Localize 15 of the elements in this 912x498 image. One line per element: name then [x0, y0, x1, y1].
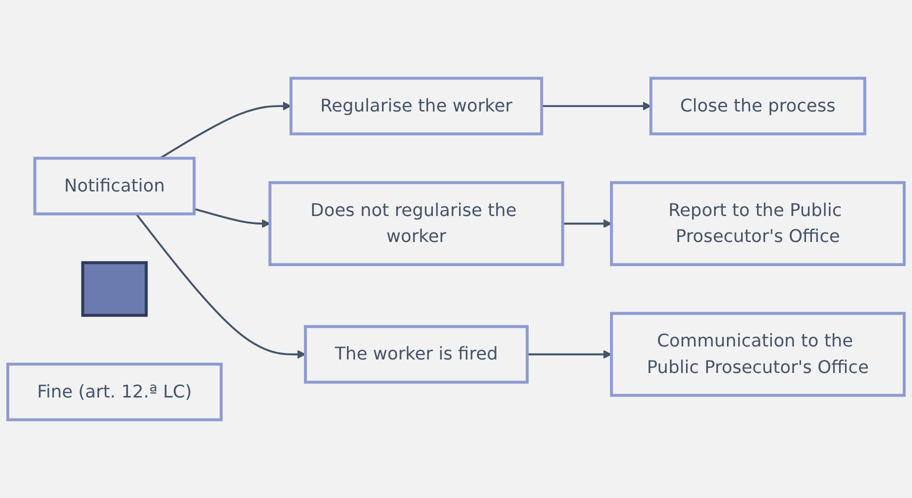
node-box: Notification	[33, 156, 196, 216]
arrow	[542, 102, 652, 110]
node-box: Close the process	[649, 76, 866, 136]
arrow	[135, 213, 306, 359]
arrow	[527, 350, 612, 359]
node-box: Does not regularise the worker	[268, 181, 564, 266]
node-box: Regularise the worker	[290, 76, 544, 136]
node-cross	[81, 261, 148, 317]
arrow	[194, 208, 270, 228]
node-box: Communication to the Public Prosecutor's Office	[610, 312, 906, 397]
arrow	[160, 102, 292, 160]
node-box: The worker is fired	[304, 325, 529, 384]
node-box: Fine (art. 12.ª LC)	[6, 362, 223, 422]
node-box: Report to the Public Prosecutor's Office	[610, 181, 906, 266]
arrow	[562, 219, 612, 228]
